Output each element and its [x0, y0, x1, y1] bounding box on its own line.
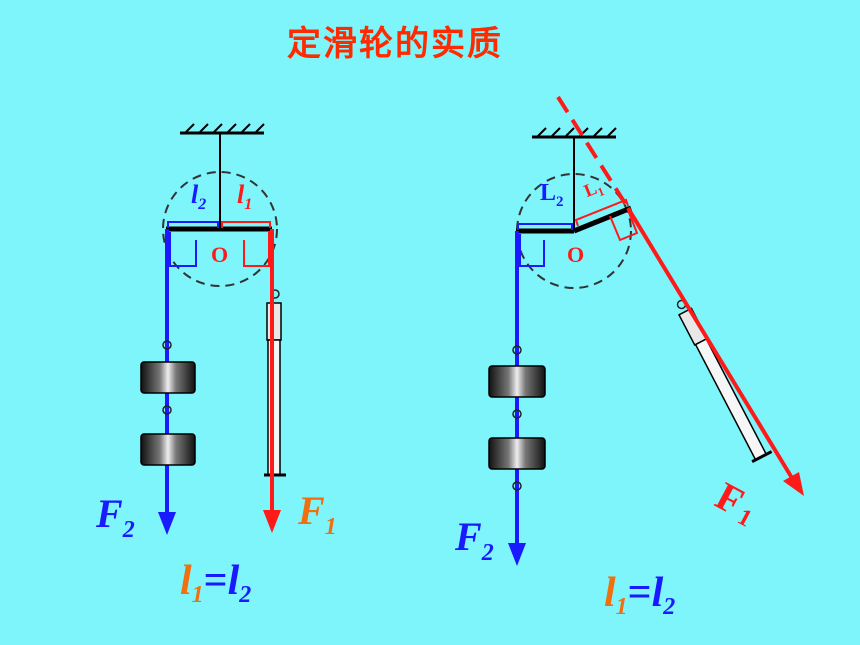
left-force-f2-label: F2: [95, 491, 135, 543]
left-equation: l1=l2: [180, 558, 251, 608]
right-force-f1-extension: [556, 95, 630, 210]
page-title: 定滑轮的实质: [287, 24, 503, 64]
right-right-angle-red: [609, 209, 639, 242]
right-force-f2-arrowhead: [508, 543, 526, 566]
left-pulley-wheel: [162, 171, 278, 287]
left-right-angle-red: [243, 232, 270, 267]
right-force-f2-label: F2: [454, 514, 494, 566]
left-weights: [140, 340, 196, 466]
right-arm-l1-label: L1: [581, 176, 606, 204]
right-ceiling: [532, 127, 617, 139]
right-arm-l1-bracket: [574, 198, 629, 227]
left-pulley-diagram: O l2 l1 F2 F1 l1=l2: [95, 123, 337, 608]
right-force-f1-label: F1: [708, 473, 765, 533]
right-pulley-diagram: O L2 L1 F2 F1 l1=l2: [454, 95, 804, 620]
left-arm-l1-label: l1: [237, 180, 252, 213]
right-pivot-label: O: [567, 242, 584, 267]
left-spring-scale: [264, 289, 286, 477]
left-pivot-label: O: [211, 242, 228, 267]
right-weights: [488, 345, 546, 491]
right-equation: l1=l2: [604, 570, 675, 620]
left-right-angle-blue: [169, 232, 197, 267]
right-pulley-wheel: [516, 173, 632, 289]
right-right-angle-blue: [519, 234, 545, 267]
right-spring-scale: [676, 299, 773, 464]
left-arm-l2-bracket: [167, 221, 219, 228]
right-force-f1-arrowhead: [783, 472, 804, 496]
right-force-f1-line: [626, 206, 794, 480]
right-arm-l2-bracket: [517, 223, 573, 230]
left-arm-l1-bracket: [221, 221, 271, 228]
left-force-f1-arrowhead: [263, 510, 281, 533]
left-ceiling: [180, 123, 265, 135]
right-lever-right-arm: [573, 205, 632, 234]
left-force-f1-label: F1: [297, 488, 337, 540]
left-force-f2-arrowhead: [158, 512, 176, 535]
left-arm-l2-label: l2: [191, 180, 206, 213]
right-arm-l2-label: L2: [540, 180, 564, 210]
